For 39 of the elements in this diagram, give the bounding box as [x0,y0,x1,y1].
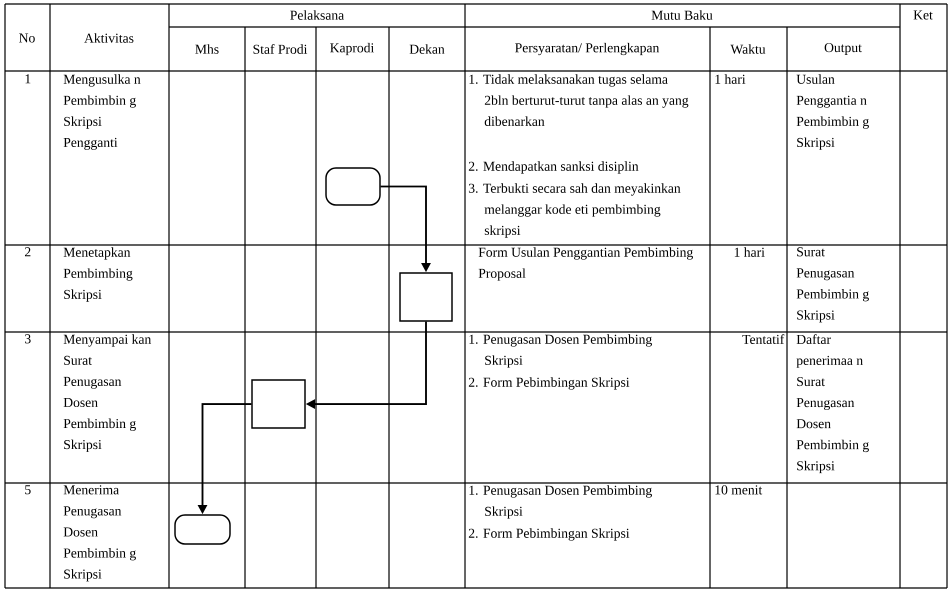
table-text: 5 [25,485,31,494]
table-text: 1 hari [734,247,765,257]
table-text: 2. Mendapatkan sanksi disiplin [468,161,638,174]
table-text: 3. Terbukti secara sah dan meyakinkan melanggar kode eti pembimbing skripsi [468,183,680,238]
table-text: Tentatif [742,334,784,344]
header-text: Output [824,43,862,55]
table-text: 1. Penugasan Dosen Pembimbing Skripsi [469,334,652,368]
terminator-shape [174,514,231,545]
header-text: Staf Prodi [254,44,308,54]
header-text: Waktu [730,44,766,54]
header-text: No [19,33,35,43]
table-text: 10 menit [715,485,762,494]
header-text: Ket [914,10,933,20]
header-text: Dekan [410,44,445,54]
table-text: 1. Tidak melaksanakan tugas selama 2bln berturut-turut tanpa alas an yang dibenarkan [469,74,688,126]
process-box [399,272,453,322]
table-text: Mengusulka n Pembimbin g Skripsi Pengganti [64,74,140,150]
header-text: Mutu Baku [652,10,713,20]
table-text: 3 [25,334,31,344]
header-text: Kaprodi [330,42,374,56]
table-text: Menyampai kan Surat Penugasan Dosen Pembimbin g Skripsi [64,334,152,452]
table-text: 2. Form Pebimbingan Skripsi [468,377,630,390]
table-text: 1 [26,74,30,84]
table-text: 2 [24,247,30,256]
header-text: Pelaksana [290,10,344,20]
table-text: Menerima Penugasan Dosen Pembimbin g Skripsi [64,485,136,582]
header-text: Aktivitas [84,33,134,43]
table-text: Usulan Penggantia n Pembimbin g Skripsi [796,74,869,150]
table-text: 2. Form Pebimbingan Skripsi [468,528,630,541]
process-box [251,379,306,429]
table-text: Form Usulan Penggantian Pembimbing Proposal [478,247,693,281]
table-text: Surat Penugasan Pembimbin g Skripsi [796,247,869,322]
table-text: Daftar penerimaa n Surat Penugasan Dosen Pembimbin g Skripsi [796,334,869,474]
terminator-shape [325,167,381,206]
table-text: 1. Penugasan Dosen Pembimbing Skripsi [469,485,652,519]
header-text: Mhs [195,44,219,54]
header-text: Persyaratan/ Perlengkapan [515,42,660,56]
table-text: Menetapkan Pembimbing Skripsi [64,247,133,302]
table-text: 1 hari [715,74,746,84]
